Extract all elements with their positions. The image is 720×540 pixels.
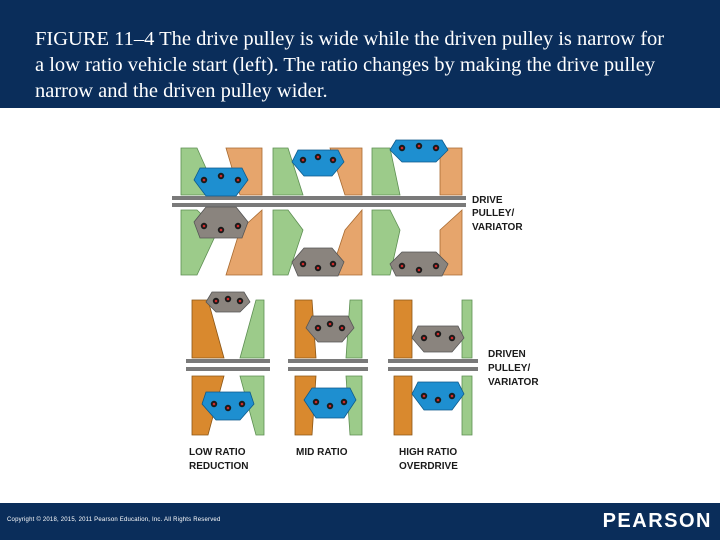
driven-pulley-high (388, 299, 478, 436)
driven-label-line-3: VARIATOR (488, 377, 539, 388)
figure-caption: FIGURE 11–4 The drive pulley is wide whi… (35, 28, 665, 102)
column-label-low-1: LOW RATIO (189, 447, 246, 458)
driven-pulley-low (186, 291, 270, 436)
copyright-text: Copyright © 2018, 2015, 2011 Pearson Edu… (7, 517, 221, 523)
column-label-high-1: HIGH RATIO (399, 447, 457, 458)
drive-label-line-2: PULLEY/ (472, 208, 514, 219)
column-label-low-2: REDUCTION (189, 461, 248, 472)
pearson-logo: PEARSON (602, 510, 712, 532)
header-bar: FIGURE 11–4 The drive pulley is wide whi… (0, 0, 720, 108)
column-label-high-2: OVERDRIVE (399, 461, 458, 472)
drive-pulley-mid (266, 147, 366, 277)
driven-label-line-1: DRIVEN (488, 349, 526, 360)
pulley-figure: DRIVE PULLEY/ VARIATOR DRIVEN PULLEY/ VA… (172, 139, 539, 472)
drive-label-line-1: DRIVE (472, 195, 503, 206)
driven-label-line-2: PULLEY/ (488, 363, 530, 374)
drive-pulley-low (172, 147, 266, 276)
drive-pulley-high (366, 139, 466, 277)
driven-pulley-mid (288, 299, 368, 436)
drive-label-line-3: VARIATOR (472, 222, 523, 233)
column-label-mid: MID RATIO (296, 447, 348, 458)
footer-bar: Copyright © 2018, 2015, 2011 Pearson Edu… (0, 503, 720, 540)
